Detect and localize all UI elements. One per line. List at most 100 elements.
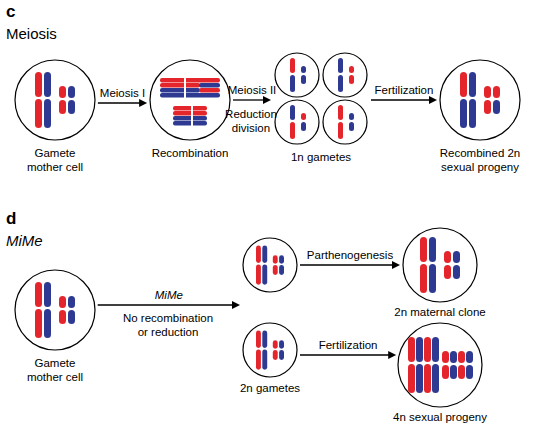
chromosome-part — [301, 75, 306, 84]
bivalent — [160, 77, 220, 127]
chromosome-part — [450, 351, 457, 379]
chromosome-part — [301, 122, 306, 131]
panel-letter: c — [6, 1, 26, 22]
arrow-shaft — [233, 99, 264, 100]
chromosome-part — [460, 99, 467, 128]
chromosome-set — [256, 246, 284, 370]
chromosome-part — [466, 351, 473, 379]
node-label: 2n maternal clone — [385, 305, 495, 319]
arrow-head — [388, 351, 396, 359]
chromosome-part — [323, 100, 367, 144]
arrow-head — [263, 96, 271, 104]
gamete-chromosomes — [290, 58, 354, 139]
cell-outline — [14, 269, 96, 351]
panel-title: Meiosis — [6, 25, 106, 43]
chromosome-part — [442, 351, 449, 379]
chromosome-part — [338, 75, 343, 92]
cell-circle — [150, 60, 230, 140]
cell-node: Gamete mother cell — [15, 60, 95, 176]
chromosome-part — [160, 83, 200, 88]
node-label: Recombination — [145, 146, 235, 160]
chromosome-part — [323, 53, 367, 97]
arrow-connector — [98, 99, 147, 107]
cell-outline — [14, 59, 96, 141]
chromosome-part — [160, 88, 200, 93]
chromosome-set — [420, 237, 460, 293]
tetraploid-chromosomes — [408, 337, 473, 393]
chromosome-part — [290, 105, 295, 120]
chromosome-part — [290, 58, 295, 73]
chromosome-part — [173, 106, 207, 111]
arrow-shaft — [98, 102, 140, 103]
arrow-connector — [233, 96, 271, 104]
cell-node: 2n maternal clone — [385, 228, 495, 335]
arrow-label: MiMe — [124, 288, 214, 302]
chromosome-part — [460, 72, 467, 97]
arrow-shaft — [98, 304, 233, 305]
chromosome-part — [256, 331, 284, 370]
cell-circle — [398, 323, 482, 407]
chromosome-part — [338, 122, 343, 139]
cell-outline — [149, 59, 231, 141]
arrow-head — [429, 96, 437, 104]
chromosome-part — [243, 238, 297, 292]
chromosome-set — [35, 72, 75, 128]
chromosome-part — [424, 337, 431, 393]
gamete-circles — [275, 53, 367, 144]
node-label: 2n gametes — [225, 381, 315, 395]
arrow-connector — [300, 351, 396, 359]
chromosome-part — [184, 77, 186, 99]
chromosome-part — [458, 351, 465, 379]
cell-node: Gamete mother cell — [15, 270, 95, 386]
chromosome-part — [35, 72, 75, 128]
chromosome-part — [349, 66, 354, 73]
node-label: 4n sexual progeny — [380, 410, 500, 424]
cell-circle — [15, 270, 95, 350]
arrow-connector — [300, 261, 400, 269]
arrow-label: Fertilization — [359, 83, 449, 97]
cell-node: Recombination — [145, 60, 235, 176]
arrow-shaft — [371, 99, 430, 100]
chromosome-part — [275, 100, 319, 144]
arrow-label: Meiosis II — [207, 83, 297, 97]
chromosome-part — [275, 53, 319, 97]
chromosome-part — [493, 86, 500, 98]
chromosome-part — [338, 58, 343, 73]
arrow-connector — [98, 301, 240, 309]
arrow-note: Reduction division — [221, 107, 281, 135]
gamete-circles — [243, 238, 297, 377]
arrow-label: Meiosis I — [78, 86, 168, 100]
arrow-label: Fertilization — [288, 338, 408, 352]
chromosome-part — [469, 72, 476, 128]
node-label: Gamete mother cell — [19, 356, 91, 384]
chromosome-part — [243, 323, 297, 377]
node-label: Gamete mother cell — [19, 146, 91, 174]
chromosome-part — [35, 282, 75, 338]
arrow-head — [139, 99, 147, 107]
chromosome-part — [256, 246, 284, 285]
chromosome-part — [290, 75, 295, 92]
node-label: Recombined 2n sexual progeny — [430, 146, 530, 174]
cell-outline — [402, 227, 478, 303]
chromosome-part — [420, 237, 460, 293]
recombined-chromosomes — [460, 72, 500, 128]
chromosome-part — [484, 86, 491, 114]
arrow-shaft — [300, 264, 393, 265]
chromosome-part — [408, 337, 415, 393]
chromosome-part — [349, 113, 354, 120]
arrow-head — [392, 261, 400, 269]
chromosome-part — [301, 113, 306, 120]
cell-node: Recombined 2n sexual progeny — [430, 60, 530, 176]
arrow-head — [232, 301, 240, 309]
chromosome-part — [173, 111, 207, 116]
cell-circle — [440, 60, 520, 140]
chromosome-set — [35, 282, 75, 338]
cell-node: 4n sexual progeny — [380, 323, 500, 430]
gamete-group: 1n gametes — [274, 52, 368, 180]
node-label: 1n gametes — [276, 150, 366, 164]
chromosome-part — [173, 116, 207, 121]
arrow-shaft — [300, 354, 389, 355]
chromosome-part — [338, 105, 343, 120]
